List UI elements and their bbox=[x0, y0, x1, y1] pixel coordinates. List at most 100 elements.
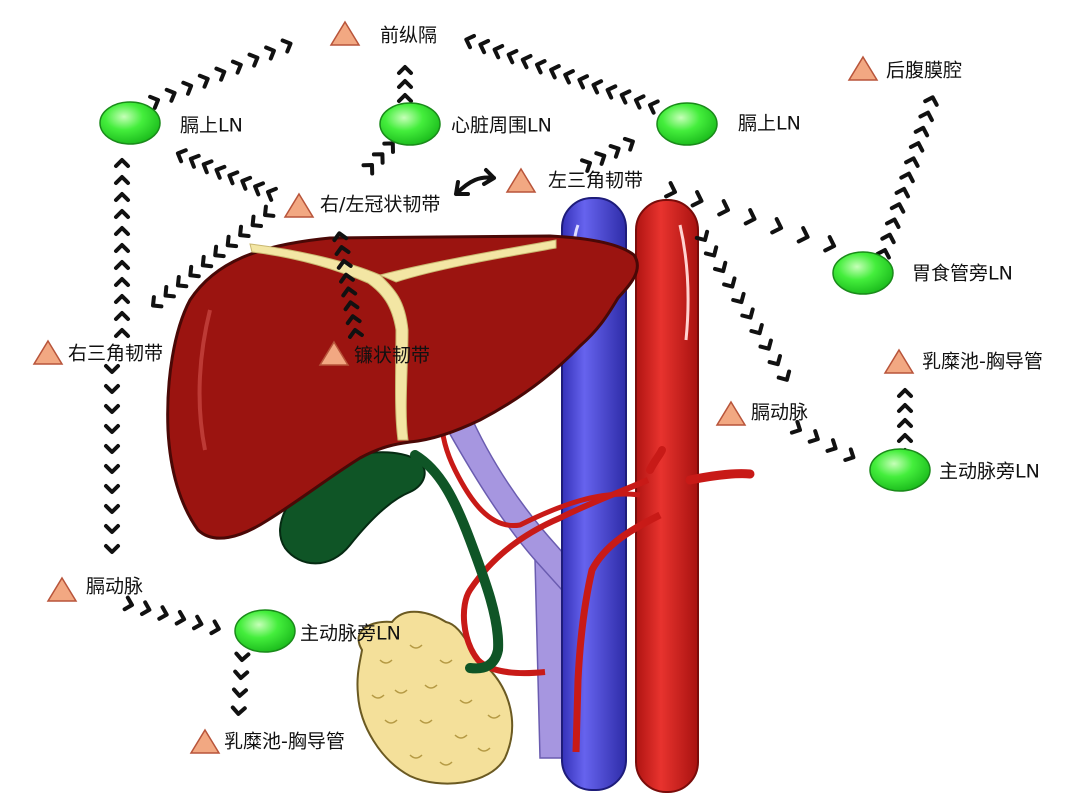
orange-triangle-marker-icon bbox=[46, 576, 78, 602]
orange-triangle-marker-icon bbox=[505, 167, 537, 193]
cisterna-chyli-right-label: 乳糜池-胸导管 bbox=[922, 350, 1043, 373]
para-aortic-ln-left-label: 主动脉旁LN bbox=[300, 622, 401, 645]
orange-triangle-marker-icon bbox=[329, 20, 361, 46]
structure-marker-icons bbox=[32, 20, 915, 754]
arrow-chevron bbox=[114, 192, 130, 202]
arrow-chevron bbox=[608, 144, 621, 159]
arrow-chevron bbox=[114, 209, 130, 219]
lymph-node-icons bbox=[99, 101, 931, 653]
arrow-chevron bbox=[622, 136, 635, 152]
arrow-chevron bbox=[181, 80, 194, 96]
arrow-chevron bbox=[114, 243, 130, 253]
double-arrow bbox=[454, 168, 496, 196]
arrow-chevron bbox=[214, 66, 227, 82]
arrow-chevron bbox=[690, 190, 704, 208]
orange-triangle-marker-icon bbox=[318, 340, 350, 366]
arrow-chevron bbox=[897, 403, 913, 413]
arrow-chevron bbox=[148, 94, 160, 110]
arrow-chevron bbox=[104, 504, 120, 514]
arrow-chevron bbox=[201, 159, 214, 175]
arrow-chevron bbox=[266, 186, 278, 202]
arrow-chevron bbox=[885, 217, 901, 229]
arrow-chevron bbox=[648, 99, 660, 115]
arrow-chevron bbox=[880, 232, 896, 245]
arrow-chevron bbox=[807, 429, 820, 444]
arrow-chevron bbox=[114, 158, 130, 168]
arrow-chevron bbox=[580, 158, 592, 173]
arrow-chevron bbox=[233, 669, 250, 680]
arrow-chevron bbox=[140, 600, 152, 616]
arrow-chevron bbox=[694, 229, 710, 242]
arrow-chevron bbox=[253, 181, 265, 197]
drainage-arrows bbox=[104, 33, 939, 716]
arrow-chevron bbox=[200, 254, 214, 269]
arrow-chevron bbox=[230, 59, 243, 75]
arrow-chevron bbox=[899, 171, 915, 184]
arrow-chevron bbox=[908, 141, 925, 153]
arrow-chevron bbox=[213, 244, 226, 259]
arrow-chevron bbox=[104, 524, 120, 534]
arrow-chevron bbox=[897, 433, 913, 443]
arrow-chevron bbox=[520, 54, 533, 70]
arrow-chevron bbox=[478, 38, 491, 55]
arrow-chevron bbox=[339, 272, 355, 284]
orange-triangle-marker-icon bbox=[847, 55, 879, 81]
lymph-node-icon bbox=[379, 102, 441, 146]
arrow-chevron bbox=[280, 38, 293, 54]
arrow-chevron bbox=[535, 59, 547, 75]
orange-triangle-marker-icon bbox=[883, 348, 915, 374]
arrow-chevron bbox=[104, 384, 120, 394]
arrow-chevron bbox=[234, 651, 251, 662]
arrow-chevron bbox=[188, 153, 201, 169]
lymph-node-icon bbox=[869, 448, 931, 492]
arrow-chevron bbox=[345, 314, 362, 326]
arrow-chevron bbox=[492, 44, 505, 60]
arrow-chevron bbox=[619, 89, 632, 105]
arrow-chevron bbox=[114, 175, 130, 185]
arrow-chevron bbox=[114, 294, 130, 304]
arrow-chevron bbox=[605, 84, 618, 100]
arrow-chevron bbox=[188, 264, 201, 279]
arrow-chevron bbox=[563, 69, 575, 85]
phrenic-artery-right-label: 膈动脉 bbox=[751, 401, 809, 424]
arrow-chevron bbox=[825, 438, 838, 453]
arrow-chevron bbox=[633, 94, 646, 110]
arrow-chevron bbox=[923, 95, 939, 107]
diaphragm-ln-left-label: 膈上LN bbox=[180, 114, 243, 137]
arrow-chevron bbox=[232, 687, 248, 698]
arrow-chevron bbox=[749, 323, 764, 336]
arrow-chevron bbox=[164, 87, 177, 103]
para-aortic-ln-right-label: 主动脉旁LN bbox=[939, 460, 1040, 483]
cisterna-chyli-left-label: 乳糜池-胸导管 bbox=[224, 730, 345, 753]
arrow-chevron bbox=[897, 388, 913, 398]
arrow-chevron bbox=[823, 235, 837, 253]
arrow-chevron bbox=[918, 110, 934, 123]
arrow-chevron bbox=[767, 354, 782, 367]
lymph-node-icon bbox=[99, 101, 161, 145]
arrow-chevron bbox=[227, 170, 240, 186]
arrow-chevron bbox=[549, 64, 561, 80]
arrow-chevron bbox=[717, 199, 730, 217]
arrow-chevron bbox=[104, 424, 120, 434]
arrow-chevron bbox=[722, 276, 737, 289]
arrow-chevron bbox=[371, 152, 385, 165]
arrow-chevron bbox=[332, 231, 349, 243]
arrow-chevron bbox=[264, 45, 276, 61]
arrow-chevron bbox=[343, 300, 360, 312]
arrow-chevron bbox=[104, 544, 120, 554]
arrow-chevron bbox=[397, 93, 413, 103]
arrow-chevron bbox=[238, 224, 251, 238]
arrow-chevron bbox=[250, 214, 263, 228]
pericardial-ln-label: 心脏周围LN bbox=[451, 114, 552, 137]
lymph-node-icon bbox=[832, 251, 894, 295]
arrow-chevron bbox=[114, 226, 130, 236]
arrow-chevron bbox=[175, 148, 188, 164]
arrow-chevron bbox=[594, 151, 607, 166]
arrow-chevron bbox=[114, 311, 130, 321]
arrow-chevron bbox=[894, 186, 910, 199]
arrow-chevron bbox=[104, 444, 120, 454]
arrow-chevron bbox=[263, 204, 276, 218]
arrow-chevron bbox=[336, 258, 353, 270]
arrow-chevron bbox=[843, 447, 856, 462]
arrow-chevron bbox=[770, 217, 784, 235]
